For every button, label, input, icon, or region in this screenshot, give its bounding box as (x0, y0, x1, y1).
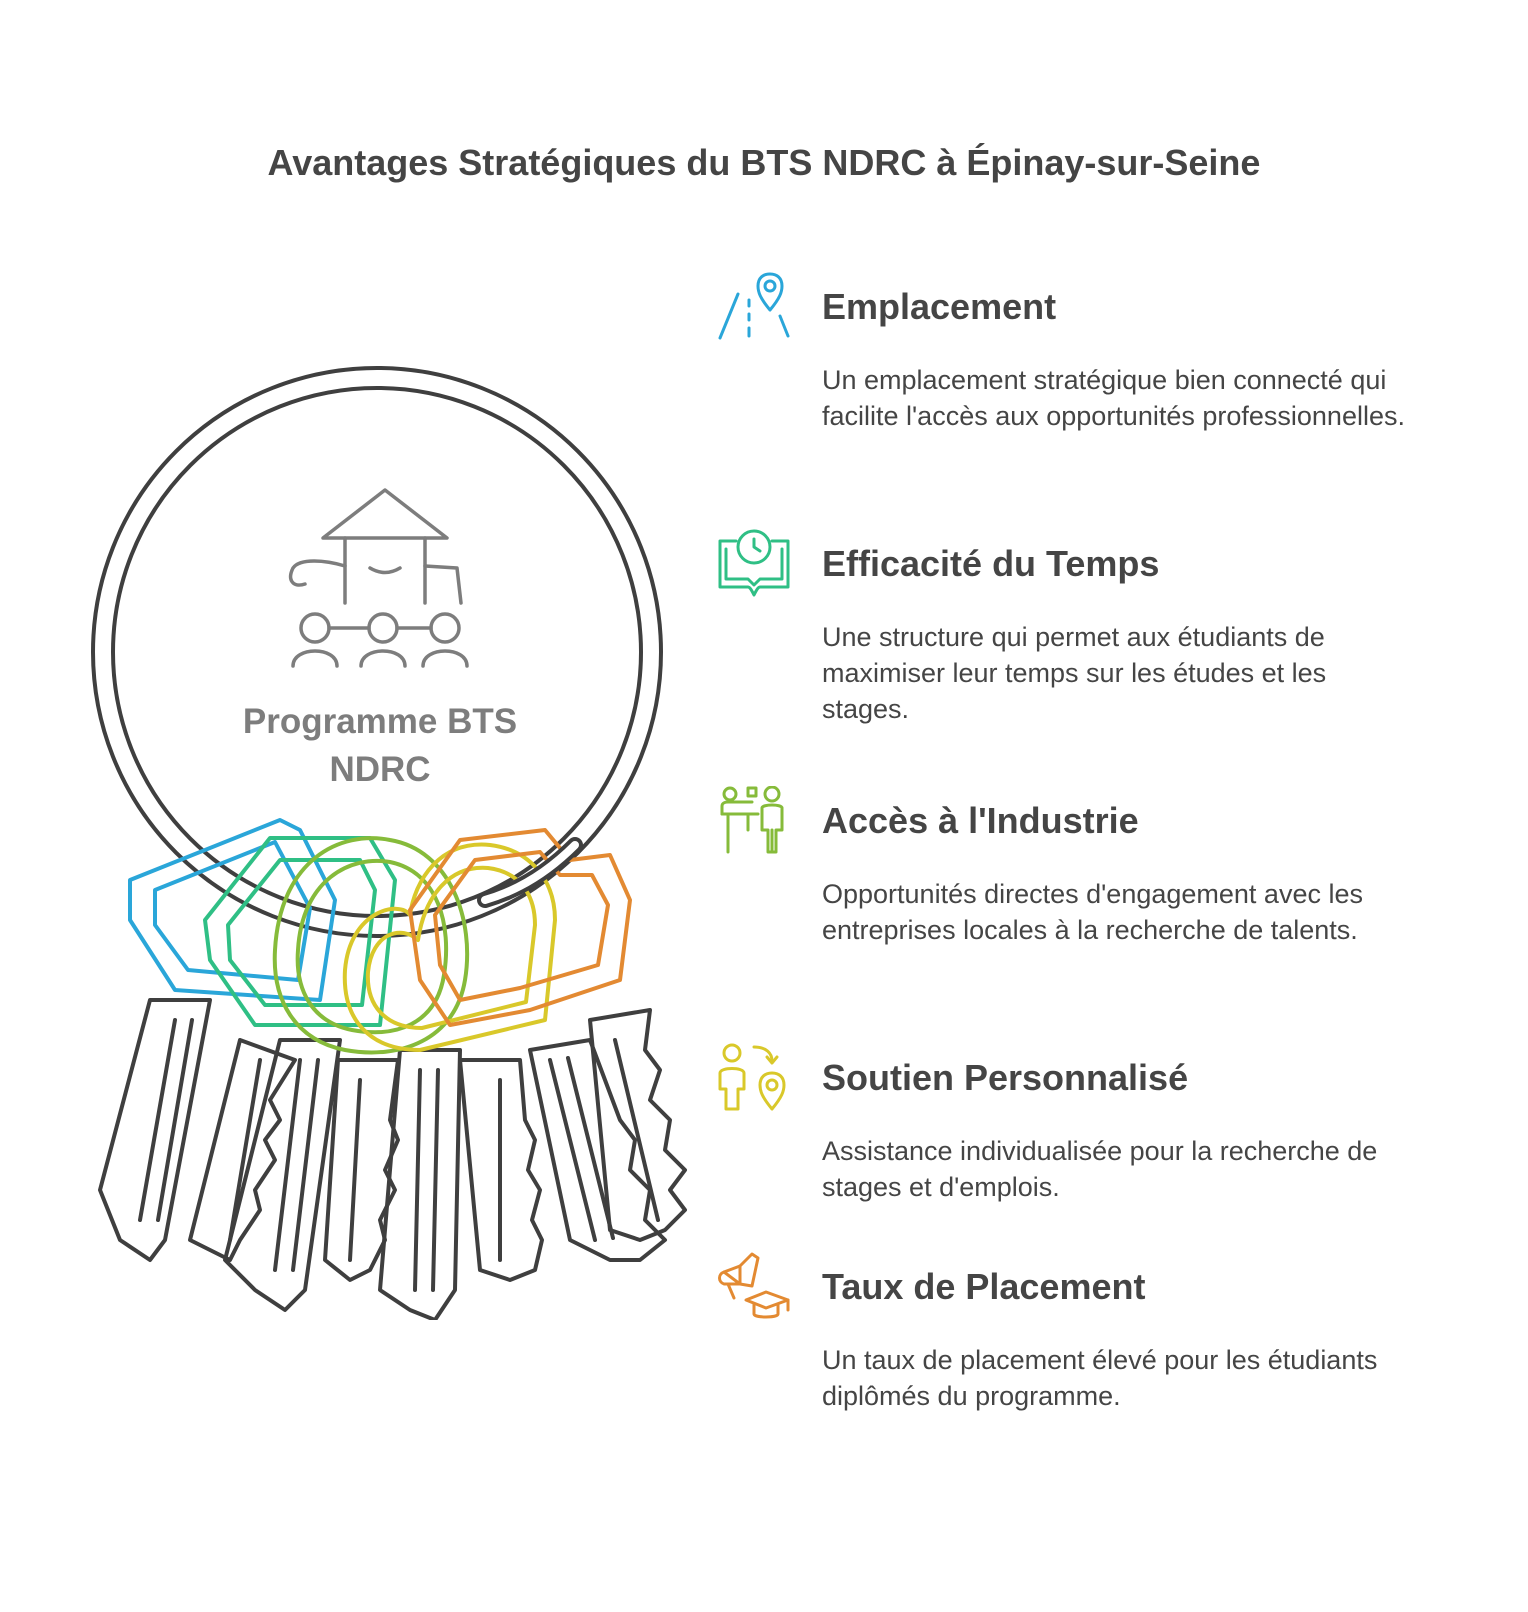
benefit-description: Opportunités directes d'engagement avec … (822, 879, 1363, 945)
keyring-illustration (91, 366, 687, 1320)
page-title: Avantages Stratégiques du BTS NDRC à Épi… (267, 142, 1261, 183)
megaphone-graduation-cap-icon (718, 1252, 790, 1319)
benefit-description: Un emplacement stratégique bien connecté… (822, 365, 1405, 431)
teacher-students-icon (288, 488, 469, 668)
benefit-description: Assistance individualisée pour la recher… (822, 1136, 1378, 1202)
key-blades (98, 998, 687, 1320)
benefit-description: Un taux de placement élevé pour les étud… (822, 1345, 1378, 1411)
benefit-title: Efficacité du Temps (822, 543, 1160, 584)
book-clock-icon (718, 529, 790, 597)
benefit-title: Soutien Personnalisé (822, 1057, 1189, 1098)
benefit-title: Accès à l'Industrie (822, 800, 1139, 841)
key-head-teal (203, 836, 397, 1027)
presenter-audience-icon (720, 786, 784, 854)
person-guidance-pin-icon (718, 1043, 786, 1111)
key-head-yellow (342, 842, 557, 1052)
key-ring-inner (111, 386, 643, 918)
hub-label: Programme BTS NDRC (242, 702, 518, 789)
road-location-pin-icon (718, 272, 790, 340)
benefit-title: Emplacement (822, 286, 1057, 327)
key-ring (91, 366, 663, 938)
key-head-orange (408, 828, 632, 1027)
benefit-description: Une structure qui permet aux étudiants d… (822, 622, 1327, 724)
benefit-title: Taux de Placement (822, 1266, 1146, 1307)
key-head-green (272, 836, 470, 1055)
